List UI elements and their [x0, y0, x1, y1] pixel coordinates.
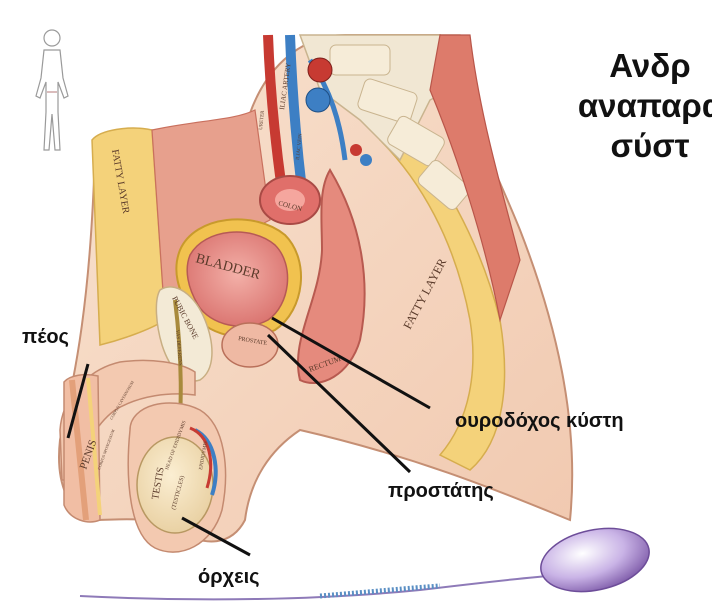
label-prostate: προστάτης	[388, 480, 494, 502]
title-line-3: σύστ	[520, 126, 712, 166]
title-line-2: αναπαρα	[520, 86, 712, 126]
label-testes: όρχεις	[198, 566, 260, 588]
prostate	[222, 323, 278, 367]
title-line-1: Ανδρ	[520, 46, 712, 86]
label-penis: πέος	[22, 326, 69, 348]
human-figure-icon	[36, 30, 68, 150]
label-bladder: ουροδόχος κύστη	[455, 410, 624, 432]
slide-title: Ανδρ αναπαρα σύστ	[520, 46, 712, 166]
testis	[128, 403, 225, 552]
colon	[260, 176, 320, 224]
